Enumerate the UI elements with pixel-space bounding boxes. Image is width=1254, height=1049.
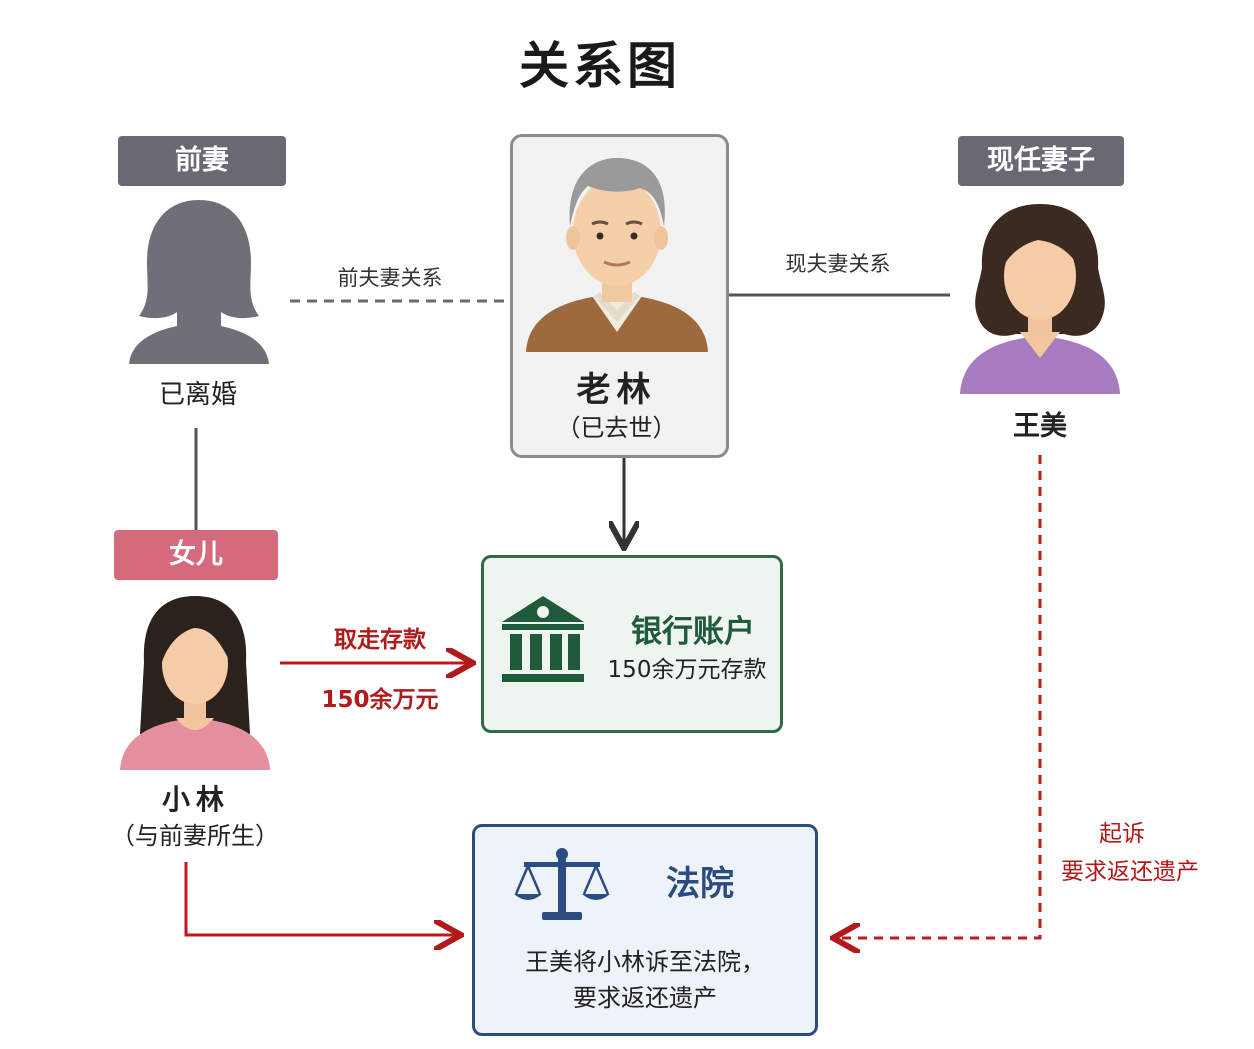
- ex-wife-badge: 前妻: [118, 136, 286, 186]
- bank-account-card: [481, 555, 783, 733]
- daughter-name: 小林: [161, 783, 230, 816]
- current-wife-badge: 现任妻子: [958, 136, 1124, 186]
- withdraw-amount-label: 150余万元: [321, 687, 439, 713]
- lawsuit-dashed-arrow: [836, 455, 1042, 938]
- court-title: 法院: [666, 864, 734, 904]
- court-desc-line2: 要求返还遗产: [573, 984, 717, 1012]
- daughter-to-court-arrow: [184, 862, 458, 935]
- current-wife-name: 王美: [1013, 411, 1067, 442]
- diagram-title: 关系图: [519, 37, 681, 95]
- lawsuit-label-line2: 要求返还遗产: [1061, 859, 1199, 885]
- bank-subtitle: 150余万元存款: [607, 657, 767, 683]
- scales-icon: [514, 848, 610, 920]
- court-desc-line1: 王美将小林诉至法院，: [525, 948, 765, 976]
- laolin-name: 老林: [576, 370, 657, 410]
- bank-icon: [502, 596, 584, 682]
- old-man-avatar-icon: [526, 158, 708, 352]
- daughter-badge: 女儿: [114, 530, 278, 580]
- daughter-note: （与前妻所生）: [111, 822, 279, 850]
- laolin-status: （已去世）: [556, 414, 677, 442]
- court-card: [472, 824, 818, 1036]
- female-silhouette-icon: [129, 200, 269, 364]
- current-marriage-label: 现夫妻关系: [785, 252, 891, 276]
- withdraw-action-label: 取走存款: [334, 627, 426, 653]
- ex-wife-status: 已离婚: [158, 380, 237, 410]
- girl-avatar-icon: [120, 596, 270, 770]
- bank-title: 银行账户: [631, 614, 755, 650]
- lawsuit-label-line1: 起诉: [1099, 821, 1145, 847]
- ex-marriage-label: 前夫妻关系: [337, 266, 443, 290]
- woman-avatar-icon: [960, 204, 1120, 394]
